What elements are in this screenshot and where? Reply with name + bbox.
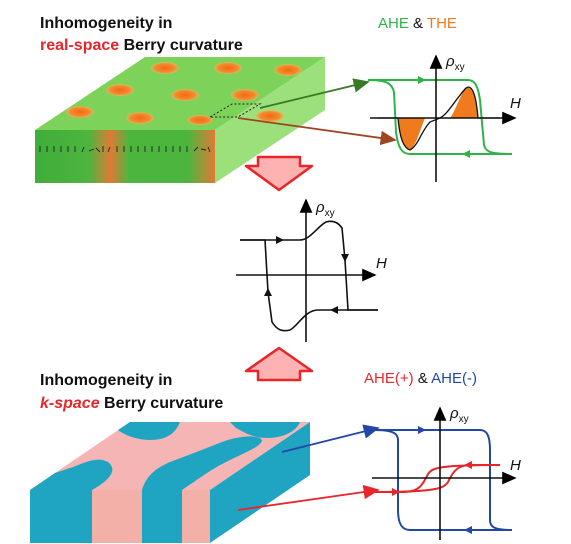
k-space-slab (30, 422, 310, 543)
middle-y-label: ρxy (315, 199, 335, 219)
ahe-minus-upper (375, 429, 513, 531)
selection-box (208, 103, 262, 118)
bottom-legend: AHE(+) & AHE(-) (364, 370, 477, 387)
top-y-label: ρxy (445, 53, 465, 73)
top-legend: AHE & THE (378, 15, 457, 32)
arrow-to-ahe-plus (237, 484, 380, 511)
bottom-x-label: H (510, 457, 521, 474)
middle-loop-lower (240, 239, 378, 332)
middle-x-label: H (376, 255, 387, 272)
legend-ahe: AHE (378, 15, 409, 32)
ahe-upper-branch (368, 79, 513, 155)
bottom-plot: ρxy H (372, 405, 521, 540)
skyrmion-dots (66, 62, 302, 125)
arrow-to-ahe (259, 78, 370, 109)
real-space-slab (35, 57, 325, 183)
the-curve (378, 86, 500, 151)
top-x-label: H (510, 95, 521, 112)
the-bump-negative (398, 118, 425, 150)
legend-ahe-plus: AHE(+) (364, 370, 414, 387)
down-arrow (244, 155, 314, 192)
ahe-minus-lower (374, 429, 512, 531)
bottom-title: Inhomogeneity in k-space Berry curvature (40, 372, 223, 412)
top-title-highlight: real-space (40, 37, 119, 54)
kslab-right-face (210, 422, 310, 543)
bottom-title-highlight: k-space (40, 395, 100, 412)
up-arrow (244, 346, 314, 382)
middle-loop-upper (240, 220, 378, 311)
middle-plot: ρxy H (236, 198, 387, 342)
top-title: Inhomogeneity in real-space Berry curvat… (40, 15, 243, 54)
bottom-y-label: ρxy (449, 405, 469, 425)
top-title-line2: real-space Berry curvature (40, 37, 243, 54)
top-title-line1: Inhomogeneity in (40, 15, 172, 32)
ahe-lower-branch (367, 79, 512, 155)
spin-arrows (39, 146, 211, 153)
bottom-title-line1: Inhomogeneity in (40, 372, 172, 389)
top-plot: ρxy H (367, 53, 521, 182)
legend-ahe-minus: AHE(-) (431, 370, 477, 387)
bottom-title-line2: k-space Berry curvature (40, 395, 223, 412)
legend-the: THE (427, 15, 457, 32)
slab-front-face (35, 130, 215, 183)
ahe-plus-lower (374, 464, 500, 493)
bottom-title-rest: Berry curvature (100, 395, 224, 412)
arrow-to-ahe-minus (281, 424, 380, 453)
arrow-to-the (237, 117, 397, 146)
top-title-rest: Berry curvature (119, 37, 243, 54)
the-bump-positive (450, 87, 478, 118)
